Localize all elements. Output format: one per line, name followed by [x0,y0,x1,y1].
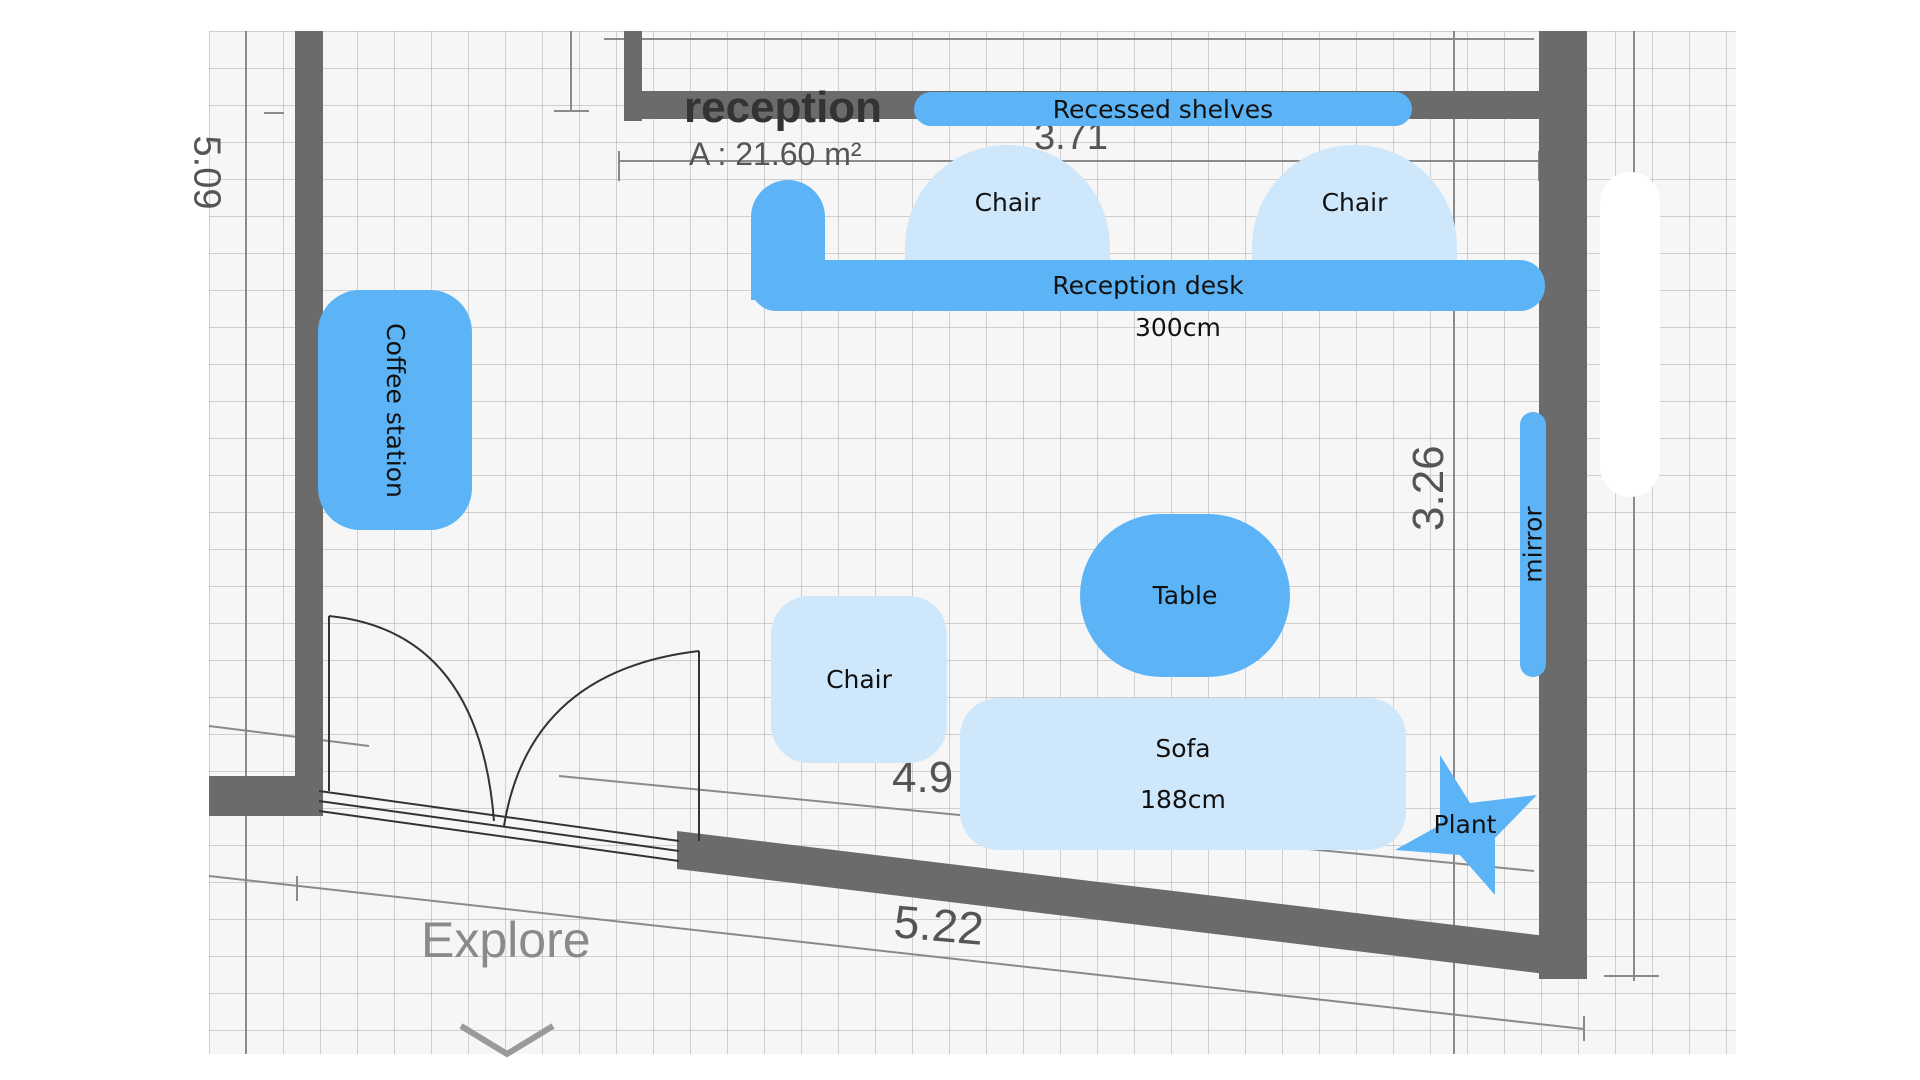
room-area: A : 21.60 m² [689,136,862,172]
sofa-label: Sofa [1155,734,1211,763]
coffee-station-label: Coffee station [380,322,410,498]
reception-desk-label: Reception desk [1052,271,1244,300]
sofa[interactable]: Sofa 188cm [960,698,1406,850]
table-label: Table [1152,581,1218,610]
mirror-label: mirror [1518,506,1548,583]
chevron-down-icon [459,1023,555,1058]
dimension-bottom: 5.22 [891,895,986,955]
mirror[interactable]: mirror [1518,412,1548,677]
plant[interactable]: Plant [1395,755,1540,895]
plant-label: Plant [1434,810,1497,839]
plant-star-shape [1395,755,1537,895]
chair-label: Chair [974,188,1041,217]
reception-desk-size: 300cm [1135,313,1221,342]
table[interactable]: Table [1080,514,1290,677]
dimension-right: 3.26 [1404,445,1453,531]
recessed-shelves-label: Recessed shelves [1052,94,1274,124]
dimension-left: 5.09 [185,135,228,210]
coffee-station[interactable]: Coffee station [318,290,472,530]
reception-desk[interactable]: Reception desk [751,260,1545,311]
explore-label[interactable]: Explore [421,912,591,968]
chair-left[interactable]: Chair [771,596,947,763]
white-strip [1600,172,1660,497]
room-name: reception [684,83,883,132]
recessed-shelves[interactable]: Recessed shelves [914,92,1412,126]
sofa-size: 188cm [1140,785,1226,814]
chair-label: Chair [826,665,892,694]
chair-label: Chair [1321,188,1388,217]
